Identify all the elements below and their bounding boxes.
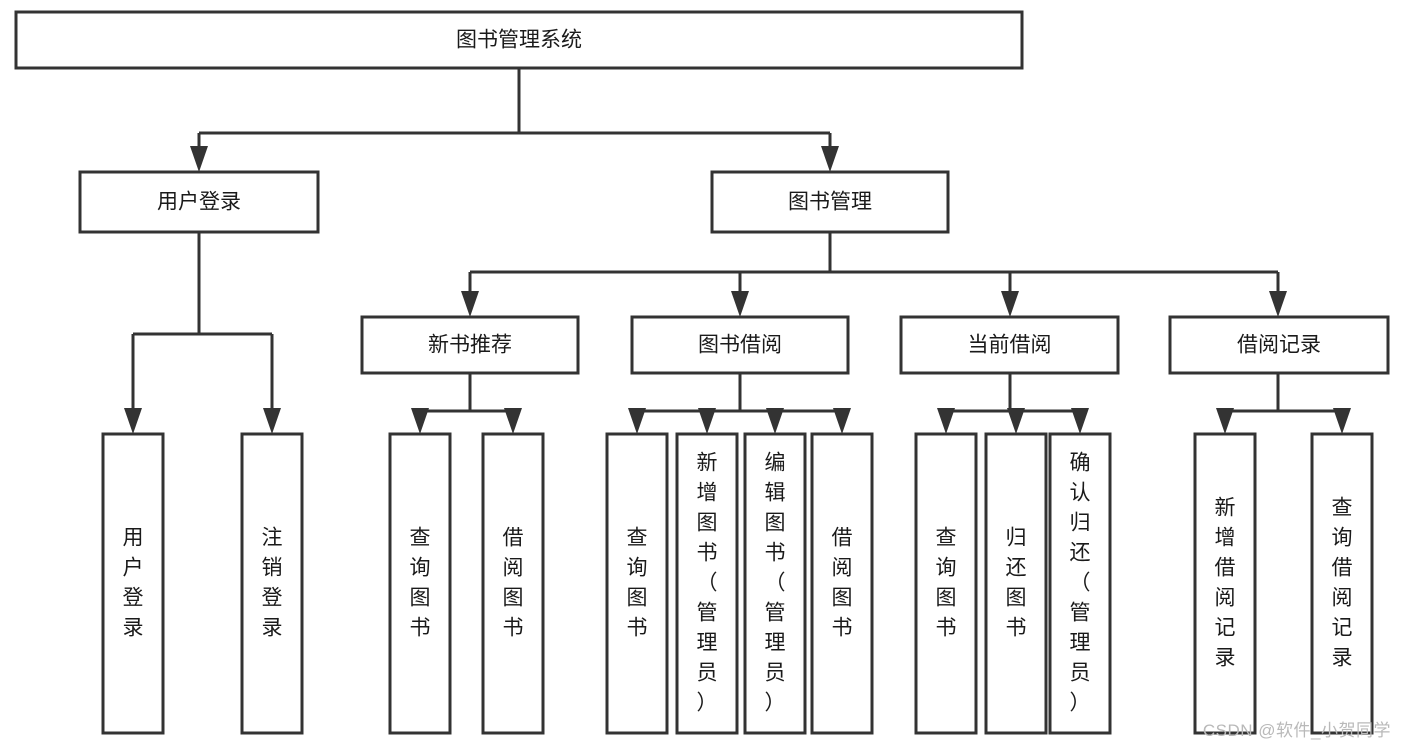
connector-arrowhead <box>1216 408 1234 434</box>
node-label: 新增图书（管理员） <box>697 451 718 714</box>
node-leaf-add-book[interactable]: 新增图书（管理员） <box>675 432 739 735</box>
node-label: 用户登录 <box>157 191 241 214</box>
node-label: 借阅图书 <box>832 526 853 639</box>
node-label: 借阅记录 <box>1237 334 1321 357</box>
node-box <box>1168 315 1390 375</box>
node-label: 查询图书 <box>410 526 431 639</box>
node-box <box>14 10 1024 70</box>
node-leaf-confirm-return[interactable]: 确认归还（管理员） <box>1048 432 1112 735</box>
node-label: 借阅图书 <box>503 526 524 639</box>
node-label: 查询借阅记录 <box>1332 496 1353 669</box>
connector-arrowhead <box>1071 408 1089 434</box>
node-leaf-query-book-2[interactable]: 查询图书 <box>605 432 669 735</box>
node-label: 确认归还（管理员） <box>1070 451 1091 714</box>
node-label: 归还图书 <box>1006 526 1027 639</box>
node-box <box>914 432 978 735</box>
connector-arrowhead <box>263 408 281 434</box>
node-book-manage[interactable]: 图书管理 <box>710 170 950 234</box>
node-box <box>630 315 850 375</box>
node-current-borrow[interactable]: 当前借阅 <box>899 315 1120 375</box>
connector-arrowhead <box>833 408 851 434</box>
node-new-book-recommend[interactable]: 新书推荐 <box>360 315 580 375</box>
node-box <box>984 432 1048 735</box>
node-box <box>605 432 669 735</box>
node-leaf-add-record[interactable]: 新增借阅记录 <box>1193 432 1257 735</box>
node-leaf-query-record[interactable]: 查询借阅记录 <box>1310 432 1374 735</box>
node-label: 图书借阅 <box>698 334 782 357</box>
connector-arrowhead <box>1007 408 1025 434</box>
node-box <box>78 170 320 234</box>
node-label: 图书管理系统 <box>456 29 582 52</box>
node-label: 用户登录 <box>123 526 144 639</box>
node-book-borrow[interactable]: 图书借阅 <box>630 315 850 375</box>
connector-arrowhead <box>937 408 955 434</box>
node-leaf-return-book[interactable]: 归还图书 <box>984 432 1048 735</box>
connector-arrowhead <box>821 146 839 172</box>
node-leaf-edit-book[interactable]: 编辑图书（管理员） <box>743 432 807 735</box>
connector-layer <box>124 68 1351 434</box>
node-box <box>899 315 1120 375</box>
node-box <box>743 432 807 735</box>
connector-arrowhead <box>411 408 429 434</box>
connector-arrowhead <box>766 408 784 434</box>
node-label: 编辑图书（管理员） <box>765 451 786 714</box>
node-user-login[interactable]: 用户登录 <box>78 170 320 234</box>
node-leaf-logout[interactable]: 注销登录 <box>240 432 304 735</box>
node-label: 注销登录 <box>262 526 283 639</box>
node-label: 新增借阅记录 <box>1215 496 1236 669</box>
connector-arrowhead <box>124 408 142 434</box>
node-box <box>1310 432 1374 735</box>
node-label: 新书推荐 <box>428 334 512 357</box>
node-box <box>1193 432 1257 735</box>
connector-arrowhead <box>190 146 208 172</box>
node-label: 当前借阅 <box>968 334 1052 357</box>
connector-arrowhead <box>698 408 716 434</box>
node-box <box>810 432 874 735</box>
node-borrow-record[interactable]: 借阅记录 <box>1168 315 1390 375</box>
connector-arrowhead <box>461 291 479 317</box>
connector-arrowhead <box>1333 408 1351 434</box>
node-box <box>481 432 545 735</box>
node-box <box>675 432 739 735</box>
node-label: 图书管理 <box>788 191 872 214</box>
node-leaf-borrow-book-2[interactable]: 借阅图书 <box>810 432 874 735</box>
node-box <box>388 432 452 735</box>
node-leaf-query-book-1[interactable]: 查询图书 <box>388 432 452 735</box>
node-label: 查询图书 <box>936 526 957 639</box>
node-box <box>710 170 950 234</box>
node-box <box>1048 432 1112 735</box>
node-root[interactable]: 图书管理系统 <box>14 10 1024 70</box>
node-box <box>360 315 580 375</box>
connector-arrowhead <box>504 408 522 434</box>
node-leaf-user-login[interactable]: 用户登录 <box>101 432 165 735</box>
connector-arrowhead <box>1001 291 1019 317</box>
connector-arrowhead <box>628 408 646 434</box>
node-box <box>101 432 165 735</box>
connector-arrowhead <box>731 291 749 317</box>
node-layer: 图书管理系统用户登录图书管理新书推荐图书借阅当前借阅借阅记录用户登录注销登录查询… <box>14 10 1390 735</box>
node-leaf-borrow-book-1[interactable]: 借阅图书 <box>481 432 545 735</box>
connector-arrowhead <box>1269 291 1287 317</box>
node-leaf-query-book-3[interactable]: 查询图书 <box>914 432 978 735</box>
node-box <box>240 432 304 735</box>
node-label: 查询图书 <box>627 526 648 639</box>
